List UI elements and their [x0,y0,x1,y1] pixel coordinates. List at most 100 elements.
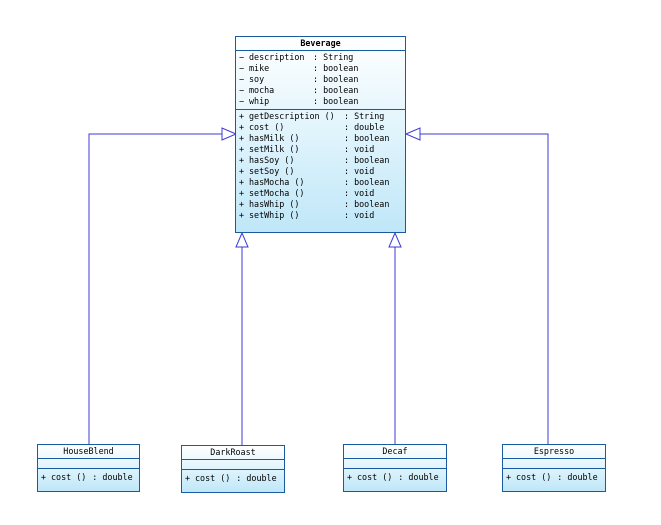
visibility-public: + [239,210,245,220]
visibility-private: − [239,85,245,95]
operation-row: + hasMocha () : boolean [236,177,405,188]
visibility-public: + [41,472,47,482]
operation-row: + hasWhip () : boolean [236,199,405,210]
generalization-arrowhead [221,127,238,141]
operations-compartment: + cost () : double [344,469,446,486]
operation-row: +setMilk (): void [236,144,405,155]
operations-compartment: + getDescription () : String + cost () : dou… [236,110,405,223]
operation-name: hasMocha () [249,177,305,187]
class-name: Espresso [503,445,605,459]
visibility-private: − [239,52,245,62]
operation-row: + cost () : double [344,472,446,483]
attribute-row: −mike : boolean [236,63,405,74]
class-espresso[interactable]: Espresso + cost () : double [502,444,606,492]
class-name: DarkRoast [182,446,284,460]
operation-row: + cost () : double [503,472,605,483]
operation-return-type: : void [344,188,375,198]
operation-name: cost () [51,472,87,482]
visibility-public: + [239,166,245,176]
operations-compartment: + cost () : double [38,469,139,486]
operation-row: + setMocha () : void [236,188,405,199]
visibility-public: + [239,155,245,165]
operation-return-type: : boolean [344,199,390,209]
operation-return-type: : String [344,111,385,121]
attribute-type: : String [313,52,354,62]
operation-name: cost () [195,473,231,483]
operations-compartment: + cost () : double [182,470,284,487]
visibility-public: + [239,177,245,187]
attribute-row: −mocha : boolean [236,85,405,96]
operation-return-type: : void [344,210,375,220]
class-beverage[interactable]: Beverage −description: String −mike: boo… [235,36,406,233]
operation-return-type: : boolean [344,177,390,187]
operation-return-type: : double [92,472,133,482]
operation-name: cost () [357,472,393,482]
operation-return-type: : boolean [344,155,390,165]
attribute-name: whip [249,96,270,106]
operation-name: setWhip () [249,210,300,220]
visibility-public: + [239,144,245,154]
visibility-public: + [506,472,512,482]
visibility-public: + [239,111,245,121]
operation-row: + hasMilk () : boolean [236,133,405,144]
visibility-public: + [239,133,245,143]
operation-row: +cost (): double [236,122,405,133]
attribute-name: soy [249,74,265,84]
operation-return-type: : double [398,472,439,482]
attributes-compartment [182,460,284,470]
visibility-private: − [239,63,245,73]
operation-name: getDescription () [249,111,335,121]
attribute-name: mocha [249,85,275,95]
visibility-private: − [239,96,245,106]
operation-return-type: : double [344,122,385,132]
attributes-compartment [38,459,139,469]
class-decaf[interactable]: Decaf + cost () : double [343,444,447,492]
operation-return-type: : void [344,166,375,176]
operation-name: hasSoy () [249,155,295,165]
generalization-arrowhead [388,231,402,248]
attributes-compartment [503,459,605,469]
attribute-type: : boolean [313,63,359,73]
visibility-public: + [347,472,353,482]
operation-name: hasWhip () [249,199,300,209]
visibility-public: + [239,188,245,198]
visibility-private: − [239,74,245,84]
attributes-compartment: −description: String −mike: boolean −soy… [236,51,405,110]
attributes-compartment [344,459,446,469]
attribute-row: −whip : boolean [236,96,405,107]
operation-name: setSoy () [249,166,295,176]
operation-row: + getDescription () : String [236,111,405,122]
operation-name: setMocha () [249,188,305,198]
class-name: Decaf [344,445,446,459]
attribute-type: : boolean [313,96,359,106]
attribute-row: −description : String [236,52,405,63]
attribute-name: mike [249,63,270,73]
visibility-public: + [239,199,245,209]
generalization-arrowhead [235,231,249,248]
operation-row: + cost () : double [38,472,139,483]
operation-return-type: : boolean [344,133,390,143]
attribute-row: −soy : boolean [236,74,405,85]
operation-row: + setWhip () : void [236,210,405,221]
operation-return-type: : double [557,472,598,482]
class-darkroast[interactable]: DarkRoast + cost () : double [181,445,285,493]
class-houseblend[interactable]: HouseBlend + cost () : double [37,444,140,492]
class-name: Beverage [236,37,405,51]
operation-row: + setSoy () : void [236,166,405,177]
operation-name: hasMilk () [249,133,300,143]
attribute-type: : boolean [313,85,359,95]
attribute-type: : boolean [313,74,359,84]
operation-row: + cost () : double [182,473,284,484]
visibility-public: + [185,473,191,483]
class-name: HouseBlend [38,445,139,459]
edge-espresso-beverage [420,133,549,444]
attribute-name: description [249,52,305,62]
operation-row: + hasSoy () : boolean [236,155,405,166]
operations-compartment: + cost () : double [503,469,605,486]
operation-return-type: : double [236,473,277,483]
operation-return-type: : void [344,144,375,154]
operation-name: cost () [249,122,285,132]
operation-name: cost () [516,472,552,482]
